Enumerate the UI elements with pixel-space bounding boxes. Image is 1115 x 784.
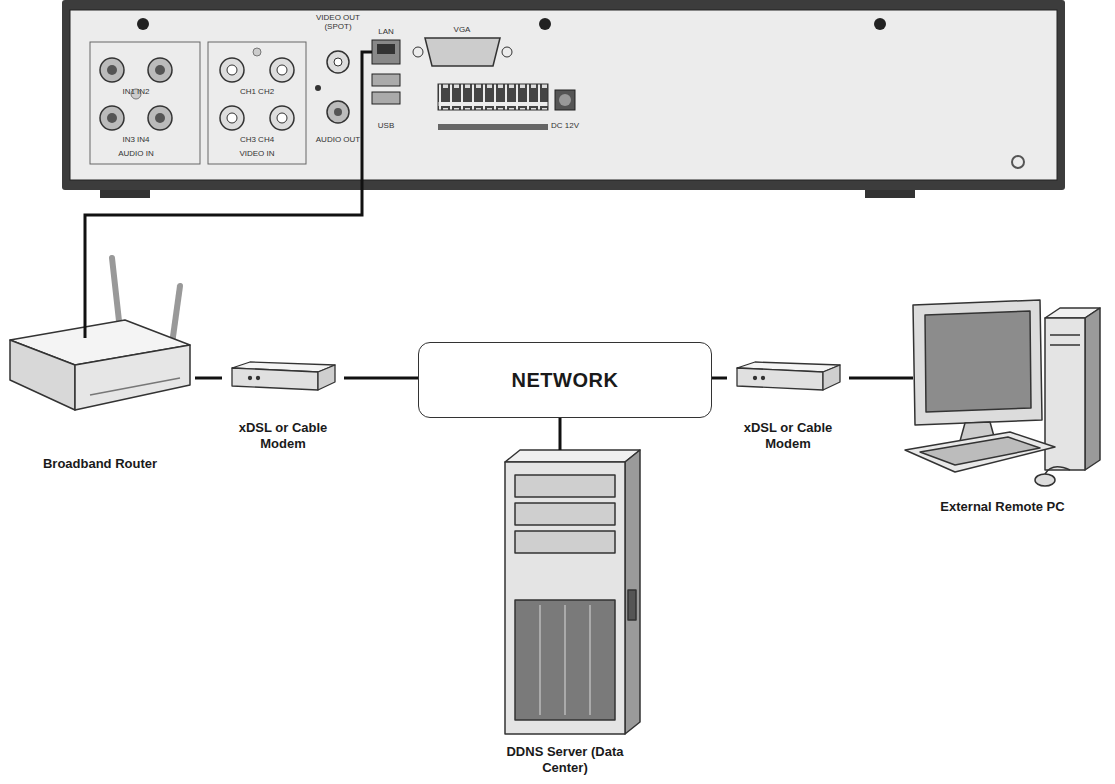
router-node: Broadband Router xyxy=(5,300,195,472)
port-label: VIDEO IN xyxy=(239,150,274,159)
device-caption: DDNS Server (Data Center) xyxy=(503,744,627,777)
device-caption: Broadband Router xyxy=(41,456,159,472)
dvr-panel: IN1 IN2IN3 IN4AUDIO INCH1 CH2CH3 CH4VIDE… xyxy=(62,0,1065,190)
port-label: VGA xyxy=(454,26,471,35)
server-tower-illustration xyxy=(505,450,640,734)
network-cloud-box: NETWORK xyxy=(418,342,712,418)
box-title: NETWORK xyxy=(512,369,619,392)
network-cable xyxy=(849,377,895,380)
network-cable xyxy=(559,418,562,450)
modem-illustration xyxy=(232,362,335,390)
network-cable xyxy=(344,377,418,380)
port-label: CH1 CH2 xyxy=(240,88,274,97)
server-node: DDNS Server (Data Center) xyxy=(480,450,650,776)
device-caption: External Remote PC xyxy=(938,499,1066,515)
port-label: AUDIO IN xyxy=(118,150,154,159)
network-cable xyxy=(712,377,727,380)
modem-node: xDSL or Cable Modem xyxy=(727,360,849,452)
router-illustration xyxy=(10,258,190,410)
port-label: USB xyxy=(378,122,394,131)
port-label: VIDEO OUT (SPOT) xyxy=(315,14,361,32)
network-cable xyxy=(195,377,222,380)
modem-illustration xyxy=(737,362,840,390)
port-label: AUDIO OUT xyxy=(316,136,360,145)
network-cable xyxy=(85,190,362,300)
pc-node: External Remote PC xyxy=(895,300,1110,515)
device-caption: xDSL or Cable Modem xyxy=(727,420,849,453)
pc-illustration xyxy=(895,300,1100,486)
device-caption: xDSL or Cable Modem xyxy=(222,420,344,453)
port-label: LAN xyxy=(378,28,394,37)
dvr-rear-panel xyxy=(62,0,1065,198)
modem-node: xDSL or Cable Modem xyxy=(222,360,344,452)
port-label: CH3 CH4 xyxy=(240,136,274,145)
port-label: IN1 IN2 xyxy=(122,88,149,97)
port-label: DC 12V xyxy=(551,122,579,131)
port-label: IN3 IN4 xyxy=(122,136,149,145)
